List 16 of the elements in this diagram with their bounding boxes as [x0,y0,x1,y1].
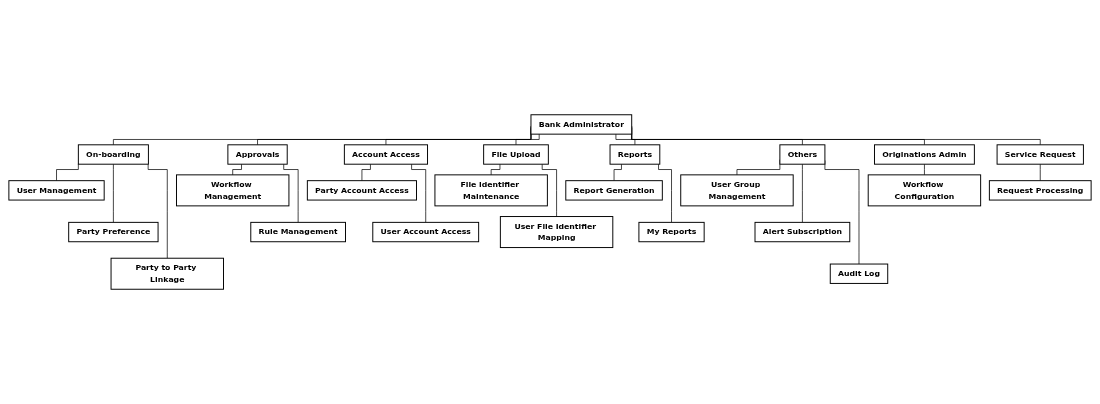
connector [113,163,114,223]
connector [515,133,540,146]
connector [283,163,299,223]
connector [924,163,925,176]
connector [56,163,79,182]
connector [411,163,427,223]
connector [658,163,672,223]
connector [613,163,622,182]
connector [361,163,371,182]
connector [802,163,803,223]
connector [615,133,636,146]
connector [541,163,557,217]
connector [1039,163,1041,182]
connector [490,163,501,176]
connector [232,163,242,176]
connector [147,163,168,259]
